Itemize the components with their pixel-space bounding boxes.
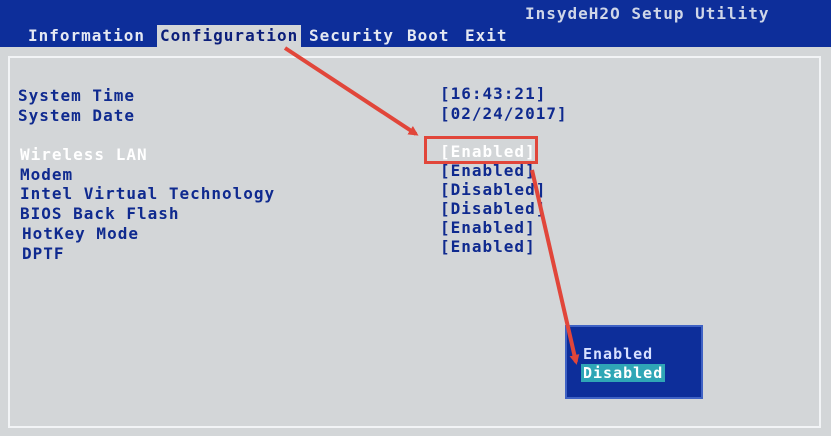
tab-boot[interactable]: Boot	[407, 26, 450, 45]
system-date-label: System Date	[18, 106, 135, 125]
popup-option-enabled[interactable]: Enabled	[583, 345, 654, 363]
wireless-lan-label[interactable]: Wireless LAN	[20, 145, 148, 164]
popup-option-disabled[interactable]: Disabled	[581, 364, 666, 382]
modem-value[interactable]: [Enabled]	[440, 161, 536, 180]
system-time-label: System Time	[18, 86, 135, 105]
utility-title: InsydeH2O Setup Utility	[525, 4, 770, 23]
bios-back-flash-label: BIOS Back Flash	[20, 204, 180, 223]
dptf-label: DPTF	[22, 244, 65, 263]
tab-security[interactable]: Security	[309, 26, 395, 45]
system-date-value[interactable]: [02/24/2017]	[440, 104, 568, 123]
intel-virtual-technology-label: Intel Virtual Technology	[20, 184, 276, 203]
modem-label: Modem	[20, 165, 74, 184]
intel-virtual-technology-value[interactable]: [Disabled]	[440, 180, 547, 199]
hotkey-mode-label: HotKey Mode	[22, 224, 139, 243]
annotation-highlight-box	[424, 136, 538, 164]
title-bar: InsydeH2O Setup Utility	[0, 0, 831, 28]
dptf-value[interactable]: [Enabled]	[440, 237, 536, 256]
bios-back-flash-value[interactable]: [Disabled]	[440, 199, 547, 218]
hotkey-mode-value[interactable]: [Enabled]	[440, 218, 536, 237]
option-popup: Enabled Disabled	[565, 325, 703, 399]
tab-exit[interactable]: Exit	[465, 26, 508, 45]
tab-configuration[interactable]: Configuration	[157, 25, 302, 47]
tab-information[interactable]: Information	[28, 26, 145, 45]
system-time-value[interactable]: [16:43:21]	[440, 84, 547, 103]
wireless-lan-value[interactable]: [Enabled]	[440, 142, 536, 161]
